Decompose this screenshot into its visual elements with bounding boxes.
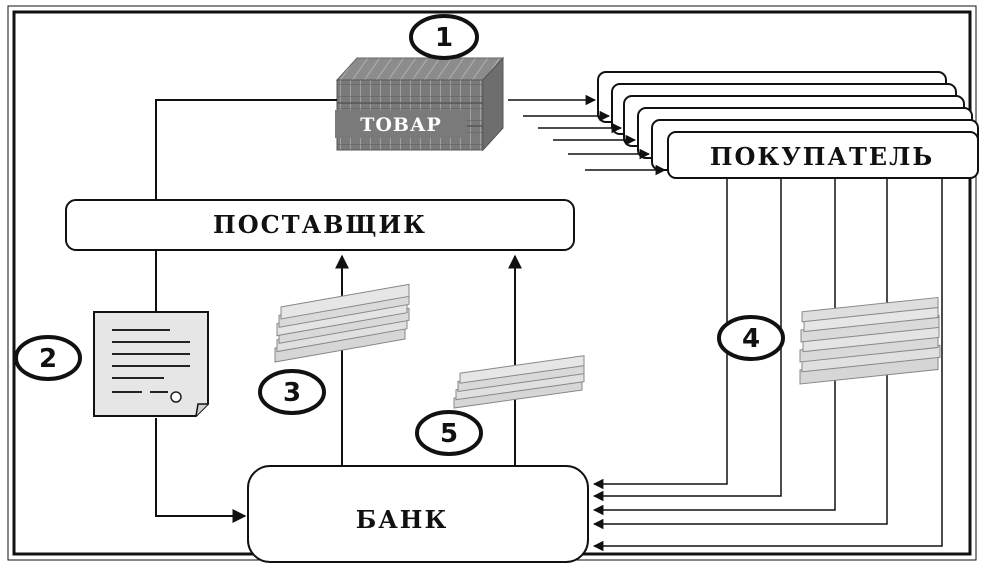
step-2-marker: 2: [16, 337, 80, 379]
goods-icon: [335, 58, 503, 150]
step-5-label: 5: [440, 419, 458, 449]
supplier-goods-line: [156, 100, 337, 200]
goods-label: ТОВАР: [360, 114, 442, 136]
banknote-stack-icon: [275, 284, 409, 362]
step-3-marker: 3: [260, 371, 324, 413]
supplier-label: ПОСТАВЩИК: [213, 210, 427, 239]
banknote-stack-icon: [800, 297, 940, 384]
contract-document-icon: [94, 312, 208, 416]
document-bank-arrow: [156, 418, 245, 516]
banknote-stack-icon: [454, 356, 584, 408]
step-4-label: 4: [742, 324, 760, 354]
step-4-marker: 4: [719, 317, 783, 359]
step-2-label: 2: [39, 344, 57, 374]
step-1-label: 1: [435, 23, 453, 53]
bank-label: БАНК: [356, 505, 449, 534]
step-1-marker: 1: [411, 16, 477, 58]
step-3-label: 3: [283, 378, 301, 408]
buyer-label: ПОКУПАТЕЛЬ: [710, 142, 934, 171]
step-5-marker: 5: [417, 412, 481, 454]
